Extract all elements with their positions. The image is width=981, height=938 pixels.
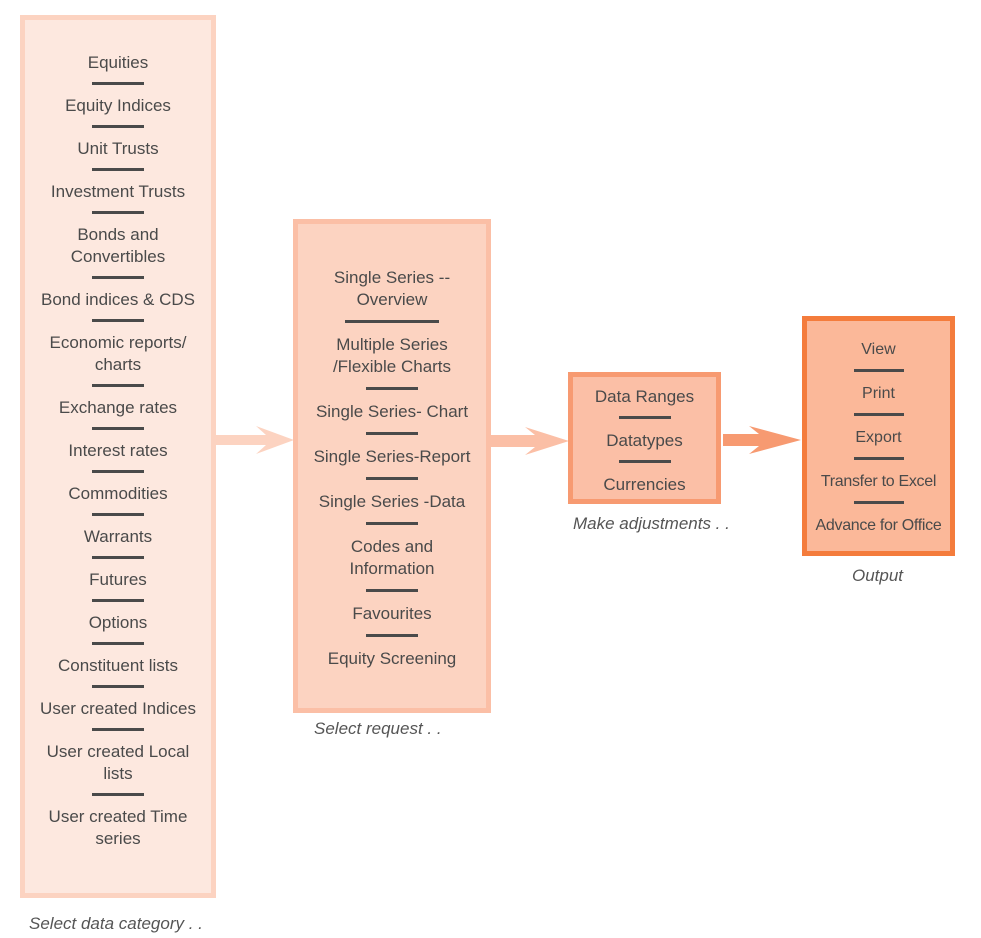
separator (92, 513, 144, 516)
data-category-box: Equities Equity Indices Unit Trusts Inve… (20, 15, 216, 898)
category-item[interactable]: Futures (89, 570, 147, 589)
separator (92, 276, 144, 279)
request-item[interactable]: Codes and Information (349, 537, 435, 578)
separator (366, 589, 418, 592)
separator (92, 599, 144, 602)
separator (853, 369, 904, 372)
arrow-right-icon (723, 426, 801, 454)
separator (366, 522, 418, 525)
category-item[interactable]: Economic reports/ charts (49, 333, 187, 374)
separator (92, 427, 144, 430)
request-caption: Select request . . (314, 719, 442, 738)
output-item[interactable]: Advance for Office (815, 517, 942, 534)
separator (366, 634, 418, 637)
request-item[interactable]: Single Series -- Overview (333, 268, 451, 309)
output-item[interactable]: Print (862, 385, 895, 402)
separator (345, 320, 439, 323)
data-category-caption: Select data category . . (29, 914, 203, 933)
separator (618, 460, 671, 463)
arrow-right-icon (214, 426, 294, 454)
category-item[interactable]: Commodities (68, 484, 168, 503)
separator (853, 457, 904, 460)
category-item[interactable]: Equity Indices (65, 96, 171, 115)
output-item[interactable]: View (861, 341, 896, 358)
category-item[interactable]: Equities (87, 53, 149, 72)
separator (853, 501, 904, 504)
category-item[interactable]: Options (88, 613, 148, 632)
separator (853, 413, 904, 416)
request-item[interactable]: Single Series -Data (318, 492, 466, 511)
output-item[interactable]: Export (855, 429, 902, 446)
request-box: Single Series -- Overview Multiple Serie… (293, 219, 491, 713)
request-item[interactable]: Equity Screening (327, 649, 457, 668)
output-item[interactable]: Transfer to Excel (820, 473, 937, 490)
category-item[interactable]: User created Indices (40, 699, 196, 718)
separator (92, 125, 144, 128)
request-item[interactable]: Favourites (352, 604, 432, 623)
separator (618, 416, 671, 419)
output-box: View Print Export Transfer to Excel Adva… (802, 316, 955, 556)
category-item[interactable]: Interest rates (68, 441, 168, 460)
category-item[interactable]: Unit Trusts (77, 139, 159, 158)
separator (92, 384, 144, 387)
request-item[interactable]: Single Series-Report (313, 447, 471, 466)
separator (92, 319, 144, 322)
request-item[interactable]: Single Series- Chart (315, 402, 469, 421)
category-item[interactable]: Bonds and Convertibles (70, 225, 166, 266)
separator (92, 728, 144, 731)
separator (92, 642, 144, 645)
category-item[interactable]: Investment Trusts (50, 182, 186, 201)
adjustments-box: Data Ranges Datatypes Currencies (568, 372, 721, 504)
adjustment-item[interactable]: Currencies (603, 475, 686, 494)
category-item[interactable]: Bond indices & CDS (40, 290, 196, 309)
category-item[interactable]: User created Time series (48, 807, 188, 848)
separator (92, 168, 144, 171)
separator (366, 387, 418, 390)
adjustment-item[interactable]: Data Ranges (594, 387, 695, 406)
separator (92, 685, 144, 688)
separator (92, 211, 144, 214)
category-item[interactable]: Warrants (83, 527, 153, 546)
category-item[interactable]: Exchange rates (58, 398, 178, 417)
category-item[interactable]: User created Local lists (46, 742, 190, 783)
output-caption: Output (852, 566, 904, 585)
arrow-right-icon (489, 427, 569, 455)
separator (92, 82, 144, 85)
separator (366, 432, 418, 435)
category-item[interactable]: Constituent lists (58, 656, 178, 675)
request-item[interactable]: Multiple Series /Flexible Charts (332, 335, 452, 376)
adjustment-item[interactable]: Datatypes (606, 431, 683, 450)
separator (366, 477, 418, 480)
separator (92, 470, 144, 473)
separator (92, 793, 144, 796)
separator (92, 556, 144, 559)
adjustments-caption: Make adjustments . . (573, 514, 730, 533)
